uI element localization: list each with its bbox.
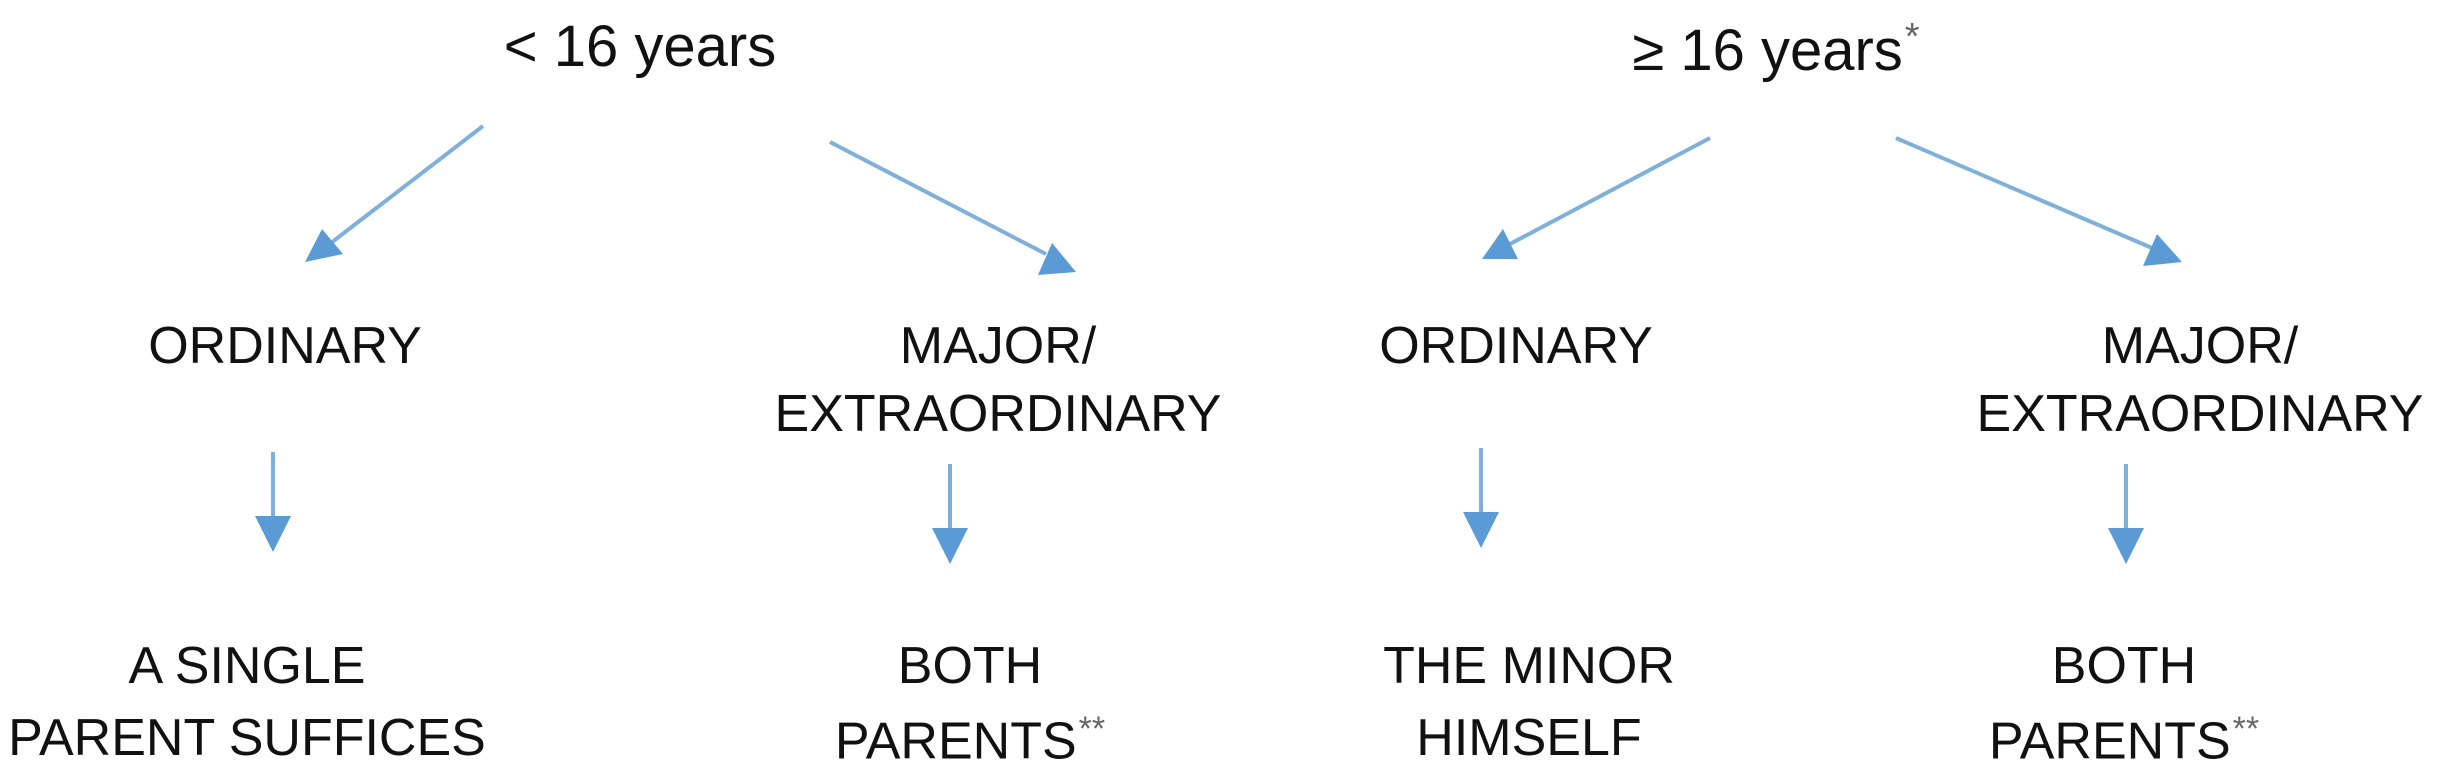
result-major-under-16: BOTH PARENTS** (835, 640, 1105, 768)
footnote-marker: * (1904, 16, 1920, 58)
arrow-major-lt16-down (932, 464, 968, 564)
age-header-under-16: < 16 years (504, 18, 776, 76)
result-line1: BOTH (897, 637, 1043, 695)
node-label-line2: EXTRAORDINARY (774, 385, 1222, 443)
footnote-marker: ** (2232, 710, 2260, 748)
result-line2: PARENTS** (835, 712, 1105, 768)
arrow-gte16-to-ordinary (1482, 136, 1711, 259)
result-line2: PARENTS** (1989, 712, 2259, 768)
node-label: ORDINARY (1379, 317, 1653, 375)
node-label-line1: MAJOR/ (2101, 317, 2299, 375)
result-line1: A SINGLE (128, 637, 366, 695)
arrow-gte16-to-major (1895, 136, 2182, 266)
result-line2-text: PARENTS (1988, 712, 2231, 771)
arrow-lt16-to-major (829, 140, 1076, 275)
node-label-line2: EXTRAORDINARY (1976, 385, 2424, 443)
result-line1: BOTH (2051, 637, 2197, 695)
result-ordinary-16-and-over: THE MINOR HIMSELF (1383, 640, 1675, 764)
arrow-lt16-to-ordinary (305, 124, 485, 262)
age-label: ≥ 16 years (1632, 17, 1903, 83)
arrow-major-gte16-down (2108, 464, 2144, 564)
arrow-ordinary-gte16-down (1463, 448, 1499, 548)
age-label: < 16 years (503, 14, 777, 79)
node-label: ORDINARY (148, 317, 422, 375)
result-major-16-and-over: BOTH PARENTS** (1989, 640, 2259, 768)
node-label-line1: MAJOR/ (899, 317, 1097, 375)
major-node-16-and-over: MAJOR/ EXTRAORDINARY (1977, 320, 2424, 440)
result-ordinary-under-16: A SINGLE PARENT SUFFICES (8, 640, 486, 764)
result-line2: HIMSELF (1416, 709, 1642, 767)
ordinary-node-16-and-over: ORDINARY (1379, 320, 1653, 372)
footnote-marker: ** (1078, 710, 1106, 748)
arrow-ordinary-lt16-down (255, 452, 291, 552)
result-line1: THE MINOR (1383, 637, 1675, 695)
result-line2: PARENT SUFFICES (8, 709, 486, 767)
result-line2-text: PARENTS (834, 712, 1077, 771)
age-header-16-and-over: ≥ 16 years* (1632, 18, 1919, 80)
major-node-under-16: MAJOR/ EXTRAORDINARY (775, 320, 1222, 440)
ordinary-node-under-16: ORDINARY (148, 320, 422, 372)
